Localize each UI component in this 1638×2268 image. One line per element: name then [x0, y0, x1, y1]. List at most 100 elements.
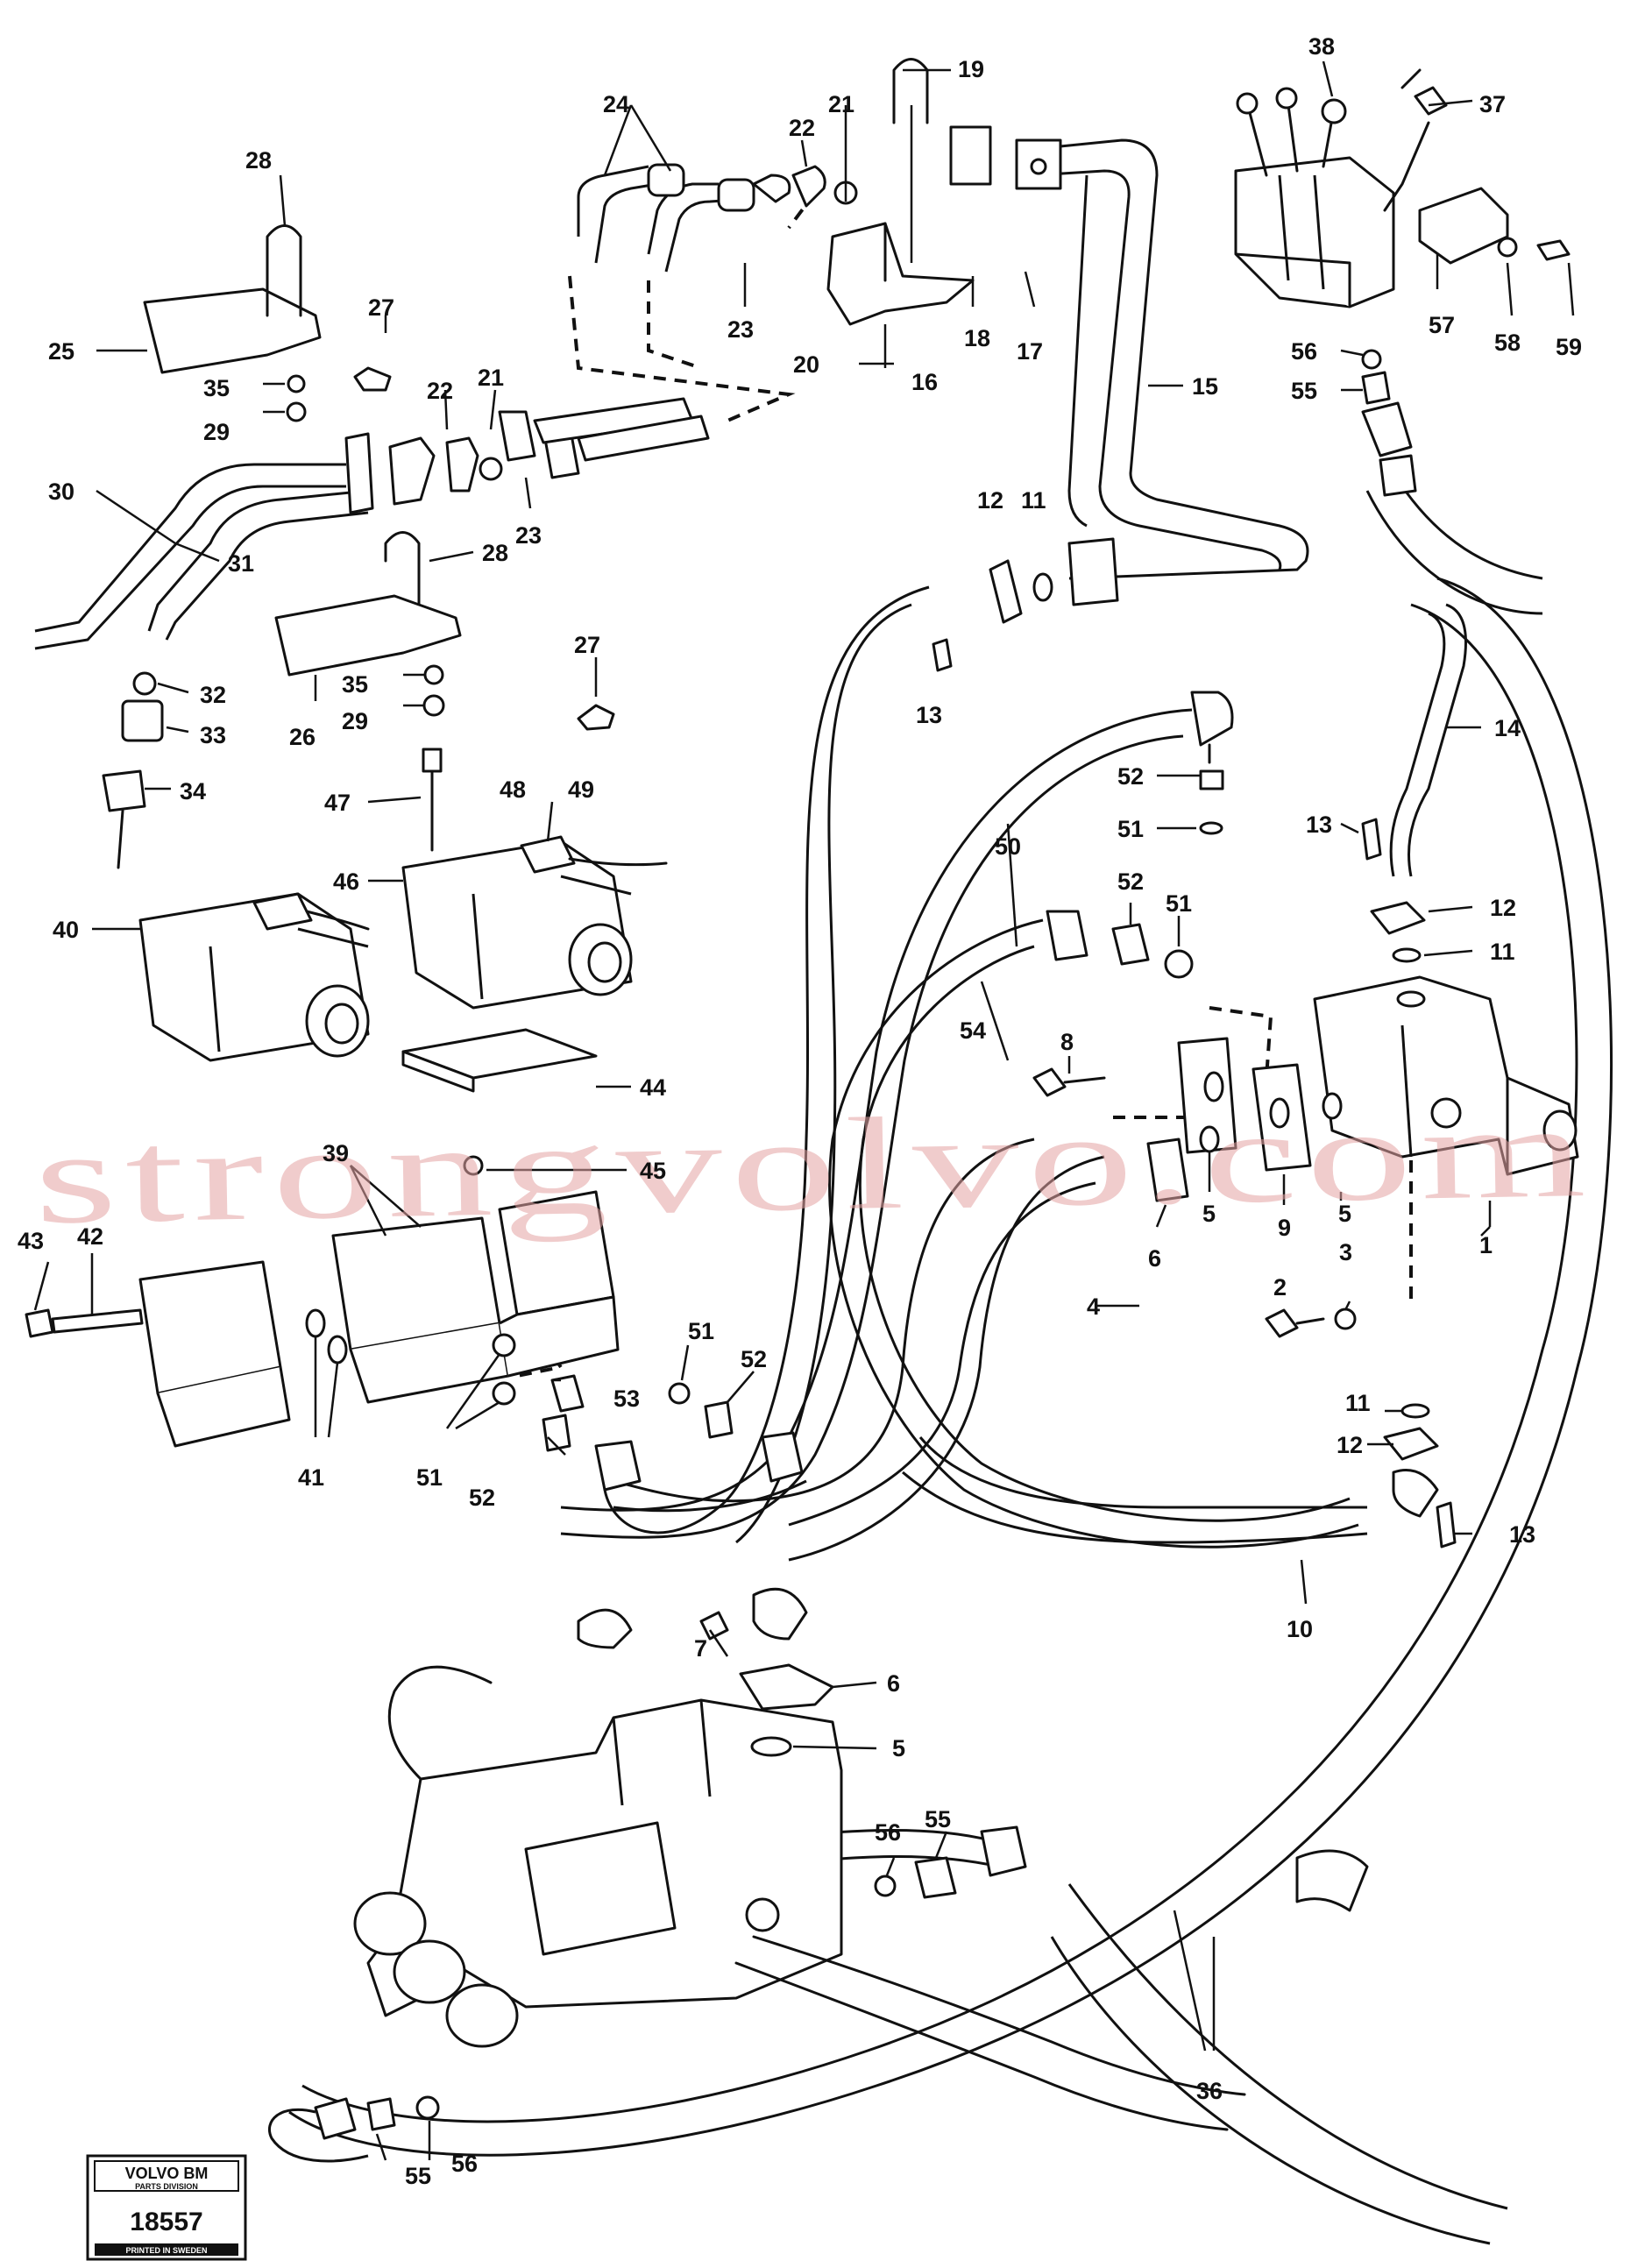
label-16: 16: [911, 369, 938, 395]
stamp-printed: PRINTED IN SWEDEN: [125, 2246, 207, 2255]
label-6: 6: [1148, 1245, 1161, 1272]
label-18: 18: [964, 325, 990, 351]
label-49: 49: [568, 776, 594, 803]
label-19: 19: [958, 56, 984, 82]
label-51d: 51: [416, 1464, 443, 1491]
label-13c: 13: [1509, 1521, 1535, 1548]
label-11b: 11: [1490, 939, 1515, 965]
label-59: 59: [1556, 334, 1582, 360]
label-23: 23: [727, 316, 754, 343]
label-55c: 55: [405, 2163, 431, 2189]
label-51b: 51: [1166, 890, 1192, 917]
label-5b: 5: [1338, 1201, 1351, 1227]
label-37: 37: [1479, 91, 1506, 117]
label-24: 24: [603, 91, 629, 117]
label-27: 27: [368, 294, 394, 321]
label-57: 57: [1429, 312, 1455, 338]
label-25: 25: [48, 338, 74, 365]
label-21b: 21: [478, 365, 504, 391]
label-20: 20: [793, 351, 819, 378]
label-5c: 5: [892, 1735, 905, 1761]
main-valve: [1313, 975, 1579, 1176]
label-14: 14: [1494, 715, 1521, 741]
label-12b: 12: [1490, 895, 1516, 921]
label-29: 29: [203, 419, 230, 445]
label-34: 34: [180, 778, 206, 804]
label-40: 40: [53, 917, 79, 943]
label-42: 42: [77, 1223, 103, 1250]
label-28b: 28: [482, 540, 508, 566]
label-1: 1: [1479, 1232, 1493, 1258]
label-33: 33: [200, 722, 226, 748]
label-46: 46: [333, 868, 359, 895]
label-11: 11: [1021, 487, 1046, 514]
solenoid-left: [138, 892, 370, 1062]
label-5: 5: [1202, 1201, 1216, 1227]
label-45: 45: [640, 1158, 666, 1184]
label-22: 22: [789, 115, 815, 141]
label-32: 32: [200, 682, 226, 708]
label-44: 44: [640, 1074, 666, 1101]
valve-bank-bottom: [353, 1665, 1246, 2131]
label-9: 9: [1278, 1215, 1291, 1241]
label-13: 13: [916, 702, 942, 728]
label-41: 41: [298, 1464, 324, 1491]
label-55: 55: [1291, 378, 1317, 404]
label-6b: 6: [887, 1670, 900, 1697]
label-56c: 56: [451, 2151, 478, 2177]
label-55b: 55: [925, 1806, 951, 1832]
label-43: 43: [18, 1228, 44, 1254]
label-47: 47: [324, 790, 351, 816]
leader-lines: [33, 60, 1575, 2161]
label-58: 58: [1494, 330, 1521, 356]
label-52: 52: [1117, 763, 1144, 790]
label-23b: 23: [515, 522, 542, 549]
label-11c: 11: [1345, 1390, 1371, 1416]
label-28: 28: [245, 147, 272, 174]
label-36: 36: [1196, 2078, 1223, 2104]
label-12c: 12: [1337, 1432, 1363, 1458]
control-lever-box: [1234, 87, 1395, 308]
label-52c: 52: [741, 1346, 767, 1372]
label-51: 51: [1117, 816, 1144, 842]
label-27b: 27: [574, 632, 600, 658]
valve-blocks: [138, 1190, 620, 1448]
label-48: 48: [500, 776, 526, 803]
label-38: 38: [1308, 33, 1335, 60]
watermark: strongvolvo.com: [33, 1079, 1596, 1251]
label-35: 35: [203, 375, 230, 401]
label-2: 2: [1273, 1274, 1287, 1301]
solenoid-right: [401, 835, 668, 1010]
label-50: 50: [995, 833, 1021, 860]
stamp-division: PARTS DIVISION: [135, 2182, 198, 2191]
part-labels: 1 2 3 4 5 5 5 6 6 7 8 9 10 11 11 11 12 1…: [18, 33, 1582, 2189]
label-8: 8: [1060, 1029, 1074, 1055]
label-13b: 13: [1306, 812, 1332, 838]
label-29b: 29: [342, 708, 368, 734]
label-3: 3: [1339, 1239, 1352, 1265]
label-39: 39: [323, 1140, 349, 1166]
label-52d: 52: [469, 1485, 495, 1511]
label-7: 7: [694, 1635, 707, 1662]
label-54: 54: [960, 1017, 986, 1044]
label-31: 31: [228, 550, 254, 577]
label-53: 53: [613, 1386, 640, 1412]
label-56: 56: [1291, 338, 1317, 365]
label-12: 12: [977, 487, 1003, 514]
stamp-brand: VOLVO BM: [125, 2165, 209, 2182]
label-52b: 52: [1117, 868, 1144, 895]
label-21: 21: [828, 91, 854, 117]
label-15: 15: [1192, 373, 1218, 400]
label-30: 30: [48, 478, 74, 505]
label-35b: 35: [342, 671, 368, 698]
label-22b: 22: [427, 378, 453, 404]
parts: [25, 58, 1579, 2140]
label-17: 17: [1017, 338, 1043, 365]
label-4: 4: [1087, 1293, 1100, 1320]
label-56b: 56: [875, 1819, 901, 1846]
volvo-bm-stamp: VOLVO BM PARTS DIVISION 18557 PRINTED IN…: [86, 2154, 247, 2261]
label-51c: 51: [688, 1318, 714, 1344]
label-10: 10: [1287, 1616, 1313, 1642]
stamp-number: 18557: [130, 2208, 202, 2236]
